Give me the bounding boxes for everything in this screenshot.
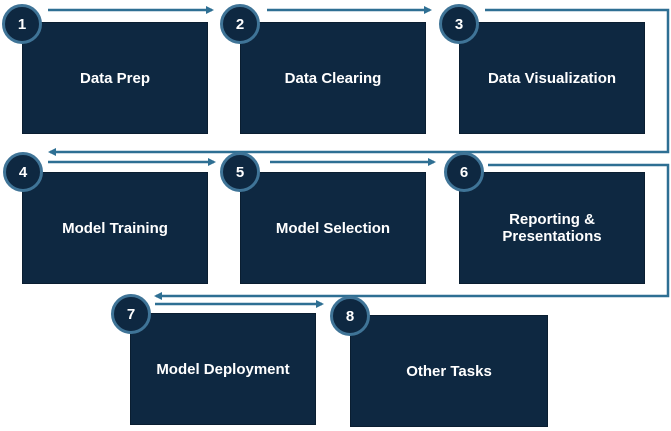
step-2-box: Data Clearing [240, 22, 426, 134]
step-5-number-badge: 5 [220, 152, 260, 192]
step-6-box: Reporting & Presentations [459, 172, 645, 284]
step-2-label: Data Clearing [284, 69, 382, 87]
step-4-number-badge: 4 [3, 152, 43, 192]
step-8-box: Other Tasks [350, 315, 548, 427]
step-1-box: Data Prep [22, 22, 208, 134]
step-3-label: Data Visualization [487, 69, 617, 87]
step-6-label: Reporting & Presentations [502, 211, 602, 245]
step-4-number: 4 [18, 163, 28, 181]
step-3-number: 3 [454, 15, 464, 33]
step-1-label: Data Prep [79, 69, 151, 87]
step-2-number-badge: 2 [220, 4, 260, 44]
step-2-number: 2 [235, 15, 245, 33]
step-5-label: Model Selection [275, 219, 391, 237]
step-7-number-badge: 7 [111, 294, 151, 334]
step-7-box: Model Deployment [130, 313, 316, 425]
step-5-box: Model Selection [240, 172, 426, 284]
step-1-number-badge: 1 [2, 4, 42, 44]
step-8-number: 8 [345, 307, 355, 325]
step-5-number: 5 [235, 163, 245, 181]
step-8-label: Other Tasks [406, 362, 492, 380]
step-7-label: Model Deployment [156, 360, 290, 378]
step-6-number: 6 [459, 163, 469, 181]
step-1-number: 1 [17, 15, 27, 33]
step-4-box: Model Training [22, 172, 208, 284]
step-3-number-badge: 3 [439, 4, 479, 44]
step-7-number: 7 [126, 305, 136, 323]
step-3-box: Data Visualization [459, 22, 645, 134]
step-6-number-badge: 6 [444, 152, 484, 192]
step-4-label: Model Training [62, 219, 168, 237]
step-8-number-badge: 8 [330, 296, 370, 336]
